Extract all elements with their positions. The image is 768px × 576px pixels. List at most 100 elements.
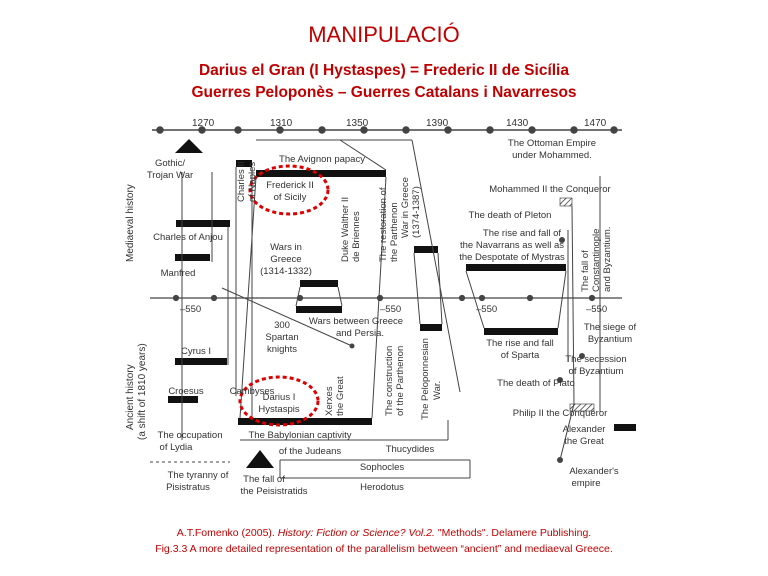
year-label: –550 xyxy=(380,304,401,315)
year-label: 1430 xyxy=(506,118,529,129)
label-fall-constantinople: Constantinople xyxy=(591,229,602,292)
label-peisistratids: The fall of xyxy=(243,474,285,485)
label-frederick: Frederick II xyxy=(266,180,314,191)
subtitle-darius-frederick: Darius el Gran (I Hystaspes) = Frederic … xyxy=(198,62,569,79)
label-fall-constantinople: The fall of xyxy=(580,250,591,292)
bar-manfred xyxy=(175,254,210,261)
year-label: 1270 xyxy=(192,118,215,129)
label-navarrans: the Navarrans as well as xyxy=(460,240,564,251)
top-axis xyxy=(152,126,622,134)
label-occupation: The occupation xyxy=(158,430,223,441)
label-peisistratids: the Peisistratids xyxy=(240,486,307,497)
label-wars-greece: Greece xyxy=(270,254,301,265)
year-label: 1350 xyxy=(346,118,369,129)
bar-avignon xyxy=(256,170,386,177)
label-alexander-great: Alexander xyxy=(563,424,606,435)
subtitle-wars: Guerres Peloponès – Guerres Catalans i N… xyxy=(191,84,577,101)
axis-label-shift: (a shift of 1810 years) xyxy=(137,343,148,440)
label-war-greece: War in Greece xyxy=(400,177,411,238)
label-duke-walther: de Briennes xyxy=(351,211,362,262)
label-tyranny: The tyranny of xyxy=(168,470,229,481)
bar-sparta xyxy=(484,328,558,335)
bar-war-greece-1374 xyxy=(414,246,438,253)
label-judeans: of the Judeans xyxy=(279,446,342,457)
label-tyranny: Pisistratus xyxy=(166,482,210,493)
bar-cyrus xyxy=(175,358,227,365)
year-label: –550 xyxy=(586,304,607,315)
label-ottoman: The Ottoman Empire xyxy=(508,138,596,149)
label-wars-greece: Wars in xyxy=(270,242,302,253)
label-wars-persia: Wars between Greece xyxy=(309,316,403,327)
label-construction: of the Parthenon xyxy=(395,346,406,416)
parallelism-diagram: 1270 1310 1350 1390 1430 1470 –550 –550 … xyxy=(125,118,636,497)
label-alexander-great: the Great xyxy=(564,436,604,447)
middle-axis xyxy=(150,294,622,302)
axis-label-medieval: Mediaeval history xyxy=(125,184,136,262)
label-duke-walther: Duke Walther II xyxy=(340,197,351,262)
label-darius: Hystaspis xyxy=(258,404,299,415)
triangle-marker-bottom xyxy=(246,450,274,468)
year-label: 1470 xyxy=(584,118,607,129)
label-navarrans: the Despotate of Mystras xyxy=(459,252,565,263)
label-secession: of Byzantium xyxy=(569,366,624,377)
bar-croesus xyxy=(168,396,198,403)
label-croesus: Croesus xyxy=(168,386,204,397)
label-construction: The construction xyxy=(384,346,395,416)
figure-caption: Fig.3.3 A more detailed representation o… xyxy=(155,543,613,555)
bar-wars-greece xyxy=(300,280,338,287)
bar-navarrans xyxy=(466,264,566,271)
label-wars-greece: (1314-1332) xyxy=(260,266,312,277)
label-plato: The death of Plato xyxy=(497,378,575,389)
label-gothic: Trojan War xyxy=(147,170,193,181)
bar-peloponnesian xyxy=(420,324,442,331)
year-label: 1310 xyxy=(270,118,293,129)
label-gothic: Gothic/ xyxy=(155,158,185,169)
label-peloponnesian: The Peloponnesian xyxy=(420,338,431,420)
axis-label-ancient: Ancient history xyxy=(125,364,136,430)
label-ottoman: under Mohammed. xyxy=(512,150,592,161)
page-title: MANIPULACIÓ xyxy=(308,22,460,47)
bar-alexander xyxy=(614,424,636,431)
hatched-bar xyxy=(569,403,595,412)
label-philip: Philip II the Conqueror xyxy=(513,408,608,419)
label-sophocles: Sophocles xyxy=(360,462,405,473)
label-alexander-empire: empire xyxy=(571,478,600,489)
timeline-bars xyxy=(168,160,636,431)
year-label: 1390 xyxy=(426,118,449,129)
label-charles-naples: Charles II xyxy=(236,161,247,202)
highlight-frederick xyxy=(248,164,330,216)
bar-wars-persia xyxy=(296,306,342,313)
label-occupation: of Lydia xyxy=(160,442,194,453)
label-navarrans: The rise and fall of xyxy=(483,228,562,239)
label-restoration: the Parthenon xyxy=(389,202,400,262)
label-war-greece: (1374-1387) xyxy=(411,186,422,238)
label-mohammed: Mohammed II the Conqueror xyxy=(489,184,610,195)
event-dots xyxy=(349,237,585,463)
label-fall-constantinople: and Byzantium. xyxy=(602,227,613,292)
label-charles-naples: of Naples xyxy=(247,162,258,202)
citation-author: A.T.Fomenko (2005). xyxy=(176,527,278,539)
label-spartan: Spartan xyxy=(265,332,298,343)
bar-charles-naples xyxy=(236,160,252,167)
citation-publisher: "Methods". Delamere Publishing. xyxy=(434,527,592,539)
citation-line: A.T.Fomenko (2005). History: Fiction or … xyxy=(0,527,768,539)
label-alexander-empire: Alexander's xyxy=(569,466,619,477)
label-spartan: 300 xyxy=(274,320,290,331)
connection-lines xyxy=(181,139,601,479)
label-spartan: knights xyxy=(267,344,297,355)
year-label: –550 xyxy=(476,304,497,315)
label-darius: Darius I xyxy=(263,392,296,403)
label-charles-anjou: Charles of Anjou xyxy=(153,232,223,243)
label-manfred: Manfred xyxy=(161,268,196,279)
label-cambyses: Cambyses xyxy=(230,386,275,397)
year-label: –550 xyxy=(180,304,201,315)
label-thucydides: Thucydides xyxy=(386,444,435,455)
hatched-marker xyxy=(559,197,573,207)
label-peloponnesian: War. xyxy=(432,381,443,400)
highlight-darius xyxy=(238,375,320,427)
label-herodotus: Herodotus xyxy=(360,482,404,493)
label-cyrus: Cyrus I xyxy=(181,346,211,357)
label-xerxes: the Great xyxy=(335,376,346,416)
label-babylonian: The Babylonian captivity xyxy=(249,430,352,441)
triangle-marker-top xyxy=(175,139,203,153)
